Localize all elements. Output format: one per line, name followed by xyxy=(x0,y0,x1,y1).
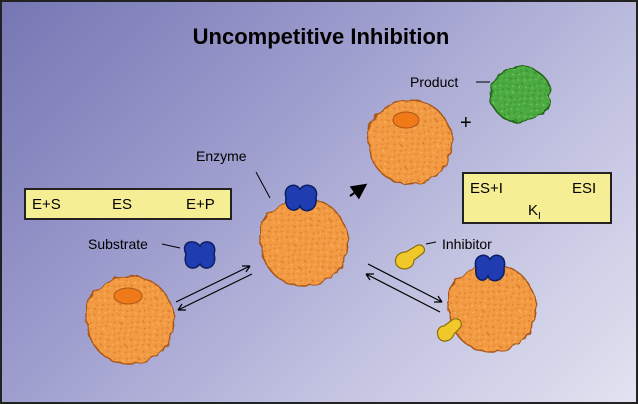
substrate-molecule xyxy=(183,241,216,269)
reaction-arrow xyxy=(349,183,368,200)
eq2-constant: KI xyxy=(528,202,541,222)
plus-sign: + xyxy=(460,112,472,134)
eq1-reactants: E+S xyxy=(32,196,61,213)
equation-box-1: E+S ES E+P xyxy=(24,188,232,220)
diagram-title: Uncompetitive Inhibition xyxy=(192,24,450,49)
enzyme-label: Enzyme xyxy=(196,148,247,164)
equilibrium-arrow-2 xyxy=(365,263,443,313)
enzyme-substrate-inhibitor-complex xyxy=(436,254,537,353)
enzyme-leader xyxy=(255,171,271,199)
eq2-reactants: ES+I xyxy=(470,180,503,197)
product-label: Product xyxy=(410,74,459,90)
inhibitor-label: Inhibitor xyxy=(442,236,492,252)
eq1-products: E+P xyxy=(186,196,215,213)
inhibitor-leader xyxy=(425,241,437,245)
enzyme-free xyxy=(85,275,175,365)
equilibrium-arrow-1 xyxy=(175,265,253,311)
substrate-label: Substrate xyxy=(88,236,148,252)
enzyme-substrate-complex xyxy=(259,184,349,287)
equation-box-2: ES+I ESI KI xyxy=(462,172,612,224)
eq1-complex: ES xyxy=(112,196,133,213)
enzyme-product-release xyxy=(367,99,453,185)
product-molecule xyxy=(489,65,551,123)
substrate-leader xyxy=(161,243,181,249)
eq2-complex: ESI xyxy=(572,180,597,197)
inhibitor-molecule xyxy=(394,244,426,270)
